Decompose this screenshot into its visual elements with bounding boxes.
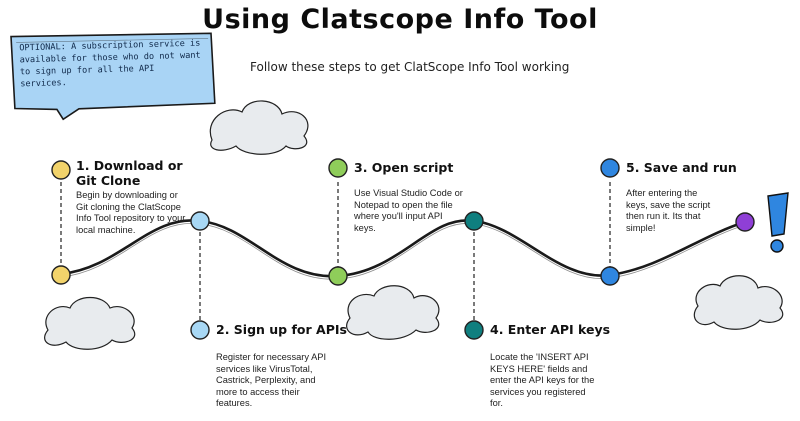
- step3-body: Use Visual Studio Code or Notepad to ope…: [354, 188, 463, 233]
- step4-body: Locate the 'INSERT API KEYS HERE' fields…: [490, 352, 595, 408]
- cloud-icon: [346, 285, 440, 340]
- node-step3: [328, 266, 348, 286]
- step1-body: Begin by downloading or Git cloning the …: [76, 190, 186, 235]
- marker-step1: [51, 160, 71, 180]
- exclamation-icon: [767, 192, 789, 253]
- timeline-path: [60, 219, 746, 278]
- step4-title: 4. Enter API keys: [490, 322, 611, 337]
- cloud-icon: [693, 275, 784, 330]
- step5-title: 5. Save and run: [626, 160, 737, 175]
- page-title: Using Clatscope Info Tool: [202, 4, 598, 35]
- note-background: [10, 32, 216, 121]
- page-subtitle: Follow these steps to get ClatScope Info…: [250, 60, 570, 74]
- step5-body: After entering the keys, save the script…: [626, 188, 711, 233]
- step1-title: 1. Download or Git Clone: [76, 158, 183, 188]
- node-step5: [600, 266, 620, 286]
- step2-title: 2. Sign up for APIs: [216, 322, 347, 337]
- node-step4: [464, 211, 484, 231]
- cloud-icon: [44, 296, 136, 350]
- step3-title: 3. Open script: [354, 160, 454, 175]
- step2-body: Register for necessary API services like…: [216, 352, 327, 408]
- node-step1: [51, 265, 71, 285]
- optional-note: OPTIONAL: A subscription service is avai…: [7, 29, 216, 121]
- node-end: [735, 212, 755, 232]
- marker-step4: [464, 320, 484, 340]
- marker-step5: [600, 158, 620, 178]
- cloud-icon: [209, 100, 309, 155]
- connectors: [60, 182, 611, 322]
- node-step2: [190, 211, 210, 231]
- marker-step2: [190, 320, 210, 340]
- marker-step3: [328, 158, 348, 178]
- timeline-path-shadow: [60, 222, 746, 280]
